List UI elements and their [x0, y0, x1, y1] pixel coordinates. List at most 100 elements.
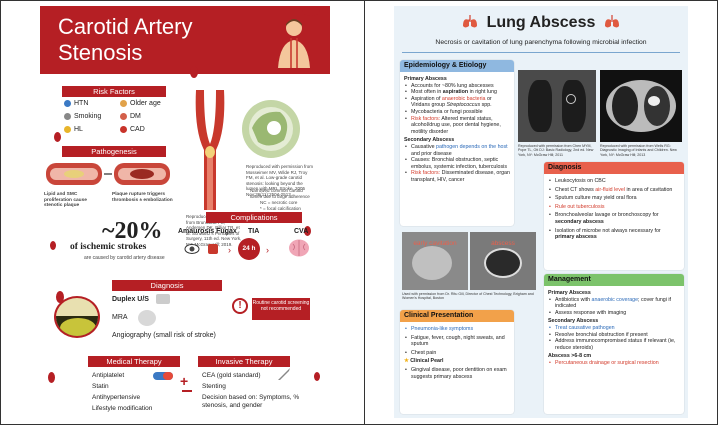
- stat-sublabel: are caused by carotid artery disease: [84, 255, 165, 261]
- decor-blob: [56, 291, 64, 303]
- histology-note-3: * = focal calcification: [260, 206, 301, 211]
- diagnosis-item: Leukocytosis on CBC: [548, 178, 680, 185]
- eye-icon: [184, 244, 218, 254]
- early-cavitation-label: early cavitation: [413, 240, 457, 247]
- management-card: Management Primary Abscess Antibiotics w…: [544, 274, 684, 414]
- abscess-label: abscess: [491, 240, 515, 247]
- pathogenesis-caption-2: Plaque rupture triggers thrombosis ± emb…: [112, 192, 173, 203]
- mgmt-item: Treat causative pathogen: [548, 325, 680, 332]
- decor-blob: [54, 132, 61, 142]
- chest-xray-image: [518, 70, 596, 142]
- cad-icon: [120, 126, 127, 133]
- histology-caption: Reproduced with permission from Mosseime…: [246, 164, 314, 197]
- mra-scan-icon: [138, 310, 156, 326]
- star-icon: ★: [404, 358, 409, 365]
- clinical-presentation-card: Clinical Presentation Pneumonia-like sym…: [400, 310, 514, 414]
- decor-blob: [50, 241, 56, 250]
- complication-cva: CVA: [294, 228, 309, 235]
- diagnosis-item: Sputum culture may yield oral flora: [548, 195, 680, 202]
- stat-label: of ischemic strokes: [70, 242, 147, 252]
- diagnosis-item: Bronchoalveolar lavage or bronchoscopy f…: [548, 212, 680, 225]
- poster-title: Lung Abscess: [486, 14, 596, 31]
- epi-item: Causes: Bronchial obstruction, septic em…: [404, 157, 510, 170]
- epi-item: Risk factors: Altered mental status, alc…: [404, 116, 510, 136]
- clinical-item: Pneumonia-like symptoms: [404, 326, 510, 333]
- therapy-cea: CEA (gold standard): [202, 372, 261, 379]
- diagnosis-angiography: Angiography (small risk of stroke): [112, 332, 216, 339]
- ultrasound-image: [54, 296, 100, 338]
- decor-blob: [314, 372, 320, 381]
- pill-icon: [153, 372, 173, 380]
- clinical-item: Gingival disease, poor dentition on exam…: [404, 367, 510, 380]
- diagnosis-item: Isolation of microbe not always necessar…: [548, 228, 680, 241]
- chevron-right-icon: ›: [228, 245, 231, 255]
- poster-title: Carotid Artery Stenosis: [58, 14, 258, 66]
- decor-blob: [48, 372, 55, 383]
- complication-amaurosis: Amaurosis Fugax: [178, 228, 237, 235]
- clinical-header: Clinical Presentation: [400, 310, 514, 322]
- therapy-antiplatelet: Antiplatelet: [92, 372, 125, 379]
- management-header: Management: [544, 274, 684, 286]
- title-line-1: Carotid Artery: [58, 14, 193, 39]
- smoking-icon: [64, 113, 71, 120]
- chest-ct-image: [600, 70, 682, 142]
- epi-item: Causative pathogen depends on the host a…: [404, 144, 510, 157]
- epidemiology-card: Epidemiology & Etiology Primary Abscess …: [400, 60, 514, 226]
- risk-factor-item: CAD: [120, 126, 145, 133]
- dm-icon: [120, 113, 127, 120]
- diagnosis-mra: MRA: [112, 314, 128, 321]
- risk-factors-header: Risk Factors: [62, 86, 166, 97]
- pathogenesis-caption-1: Lipid and SMC proliferation cause stenot…: [44, 192, 87, 208]
- mgmt-item: Antibiotics with anaerobic coverage; cov…: [548, 297, 680, 310]
- poster-subtitle: Necrosis or cavitation of lung parenchym…: [435, 39, 647, 46]
- complication-tia: TIA: [248, 228, 260, 235]
- scalpel-icon: [278, 368, 290, 380]
- complications-header: Complications: [206, 212, 302, 223]
- plus-icon: +: [180, 373, 189, 389]
- diagnosis-card: Diagnosis Leukocytosis on CBC Chest CT s…: [544, 162, 684, 270]
- diagnosis-duplex: Duplex U/S: [112, 296, 149, 303]
- mgmt-item: Percutaneous drainage or surgical resect…: [548, 360, 680, 367]
- therapy-antihypertensive: Antihypertensive: [92, 394, 141, 401]
- screening-note: Routine carotid screening not recommende…: [252, 298, 310, 320]
- lungs-icon: [605, 15, 619, 28]
- title-line-2: Stenosis: [58, 40, 143, 65]
- mgmt-large-title: Abscess >6-8 cm: [548, 353, 592, 360]
- epi-item: Aspiration of anaerobic bacteria or Viri…: [404, 96, 510, 109]
- lungs-icon: [463, 15, 477, 28]
- abscess-image: abscess: [470, 232, 536, 290]
- risk-factor-item: Smoking: [64, 113, 101, 120]
- carotid-artery-illustration: [195, 90, 225, 210]
- therapy-statin: Statin: [92, 383, 109, 390]
- histology-caption: Used with permission from Dr. Ritu Gill,…: [402, 292, 534, 301]
- chevron-right-icon: ›: [266, 245, 269, 255]
- pathogenesis-vessel-diagram: [46, 163, 170, 185]
- decor-blob: [302, 6, 320, 16]
- epi-item: Accounts for ~80% lung abscesses: [404, 83, 510, 90]
- early-cavitation-image: early cavitation: [402, 232, 468, 290]
- histology-note-1: Narrowed common carotid lumen due to lar…: [250, 188, 310, 199]
- mgmt-primary-title: Primary Abscess: [548, 290, 591, 296]
- htn-icon: [64, 100, 71, 107]
- invasive-therapy-header: Invasive Therapy: [198, 356, 290, 367]
- info-icon: !: [232, 298, 248, 314]
- diagnosis-item: Rule out tuberculosis: [548, 204, 680, 211]
- medical-therapy-header: Medical Therapy: [88, 356, 180, 367]
- epi-item: Mycobacteria or fungi possible: [404, 109, 510, 116]
- mgmt-secondary-title: Secondary Abscess: [548, 318, 599, 325]
- therapy-decision: Decision based on: Symptoms, % stenosis,…: [202, 394, 300, 409]
- tia-24h-badge: 24 h: [238, 238, 260, 260]
- risk-factors-list: HTN Older age Smoking DM HL CAD: [60, 98, 190, 142]
- mgmt-item: Resolve bronchial obstruction if present: [548, 332, 680, 339]
- plaque-histology-image: [242, 100, 300, 158]
- secondary-abscess-title: Secondary Abscess: [404, 137, 455, 144]
- human-figure-icon: [278, 19, 310, 68]
- diagnosis-header: Diagnosis: [112, 280, 222, 291]
- mgmt-item: Assess response with imaging: [548, 310, 680, 317]
- stat-percentage: ~20%: [102, 218, 163, 244]
- decor-blob: [190, 66, 198, 78]
- risk-factor-item: HTN: [64, 100, 88, 107]
- risk-factor-item: DM: [120, 113, 141, 120]
- risk-factor-item: HL: [64, 126, 83, 133]
- epidemiology-header: Epidemiology & Etiology: [400, 60, 514, 72]
